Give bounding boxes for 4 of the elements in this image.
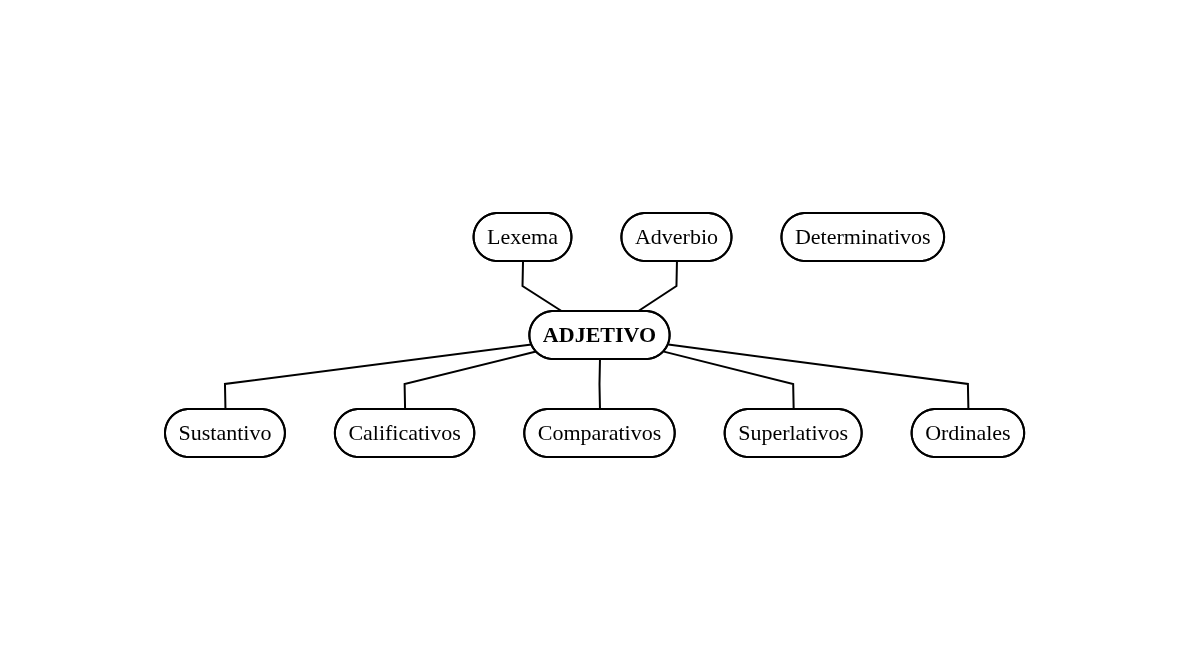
connector (662, 350, 795, 410)
connector (403, 350, 537, 410)
connector (667, 343, 970, 410)
connector (598, 358, 601, 410)
